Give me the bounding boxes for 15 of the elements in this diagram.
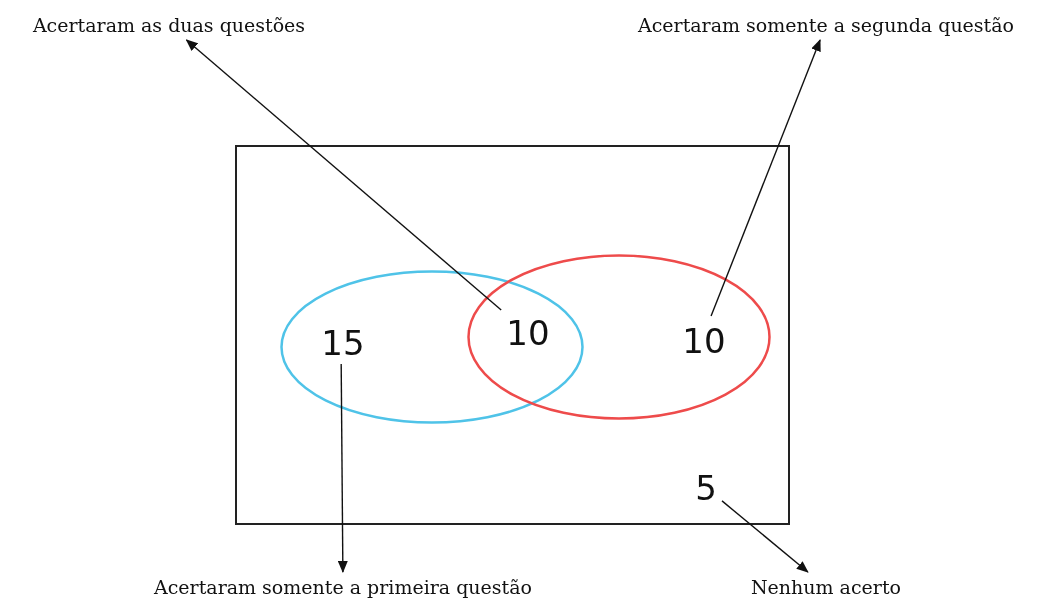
region-count: 5 <box>688 466 724 510</box>
callout-label: Acertaram as duas questões <box>8 10 330 40</box>
callout-label: Acertaram somente a segunda questão <box>606 10 1046 40</box>
region-count: 10 <box>676 318 732 364</box>
callout-label: Nenhum acerto <box>736 572 916 602</box>
arrow <box>710 39 821 317</box>
arrow <box>185 39 502 311</box>
region-count: 15 <box>314 320 372 366</box>
arrow <box>721 500 809 573</box>
set-ellipse <box>467 254 771 420</box>
arrow <box>337 363 348 573</box>
callout-label: Acertaram somente a primeira questão <box>117 572 569 602</box>
universe-rectangle <box>235 145 790 525</box>
region-count: 10 <box>500 310 556 356</box>
set-ellipse <box>280 270 584 424</box>
